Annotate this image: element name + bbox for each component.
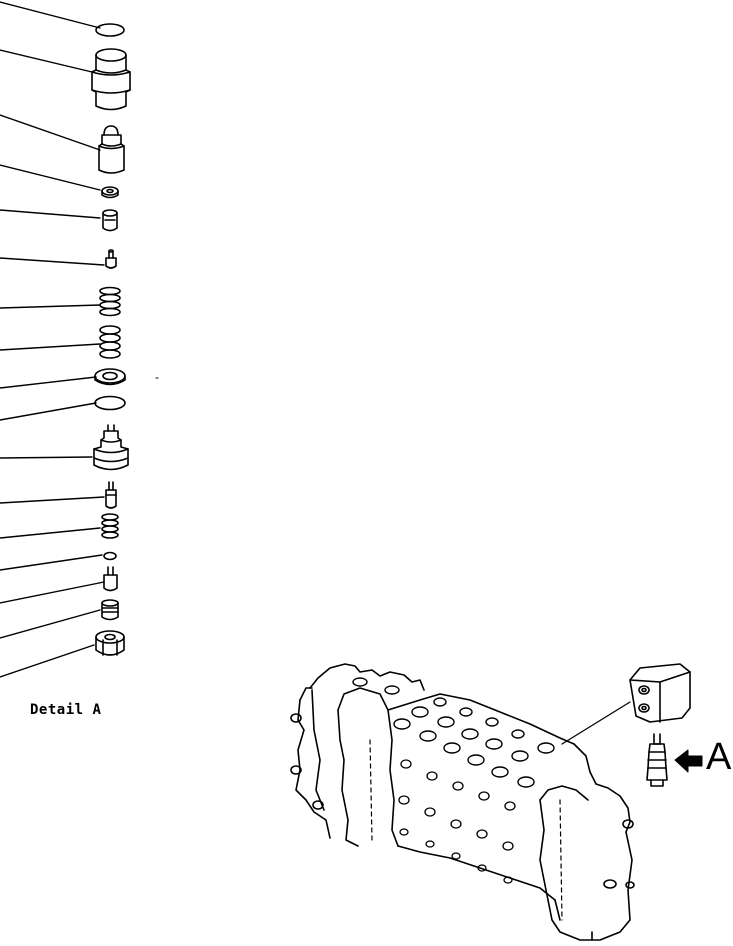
part-spring-2 — [99, 325, 121, 359]
part-nut-small — [101, 186, 119, 199]
part-valve-seat — [93, 424, 129, 471]
front-face-ports — [398, 759, 516, 884]
view-arrow-icon — [674, 749, 703, 773]
part-spring-3 — [101, 513, 119, 539]
detail-caption: Detail A — [30, 702, 102, 718]
part-pin — [105, 249, 117, 269]
part-sleeve-threaded — [101, 599, 119, 621]
part-poppet — [98, 125, 125, 174]
view-letter-label: A — [706, 736, 732, 778]
part-cap-nut — [95, 630, 125, 656]
block-leader — [561, 701, 631, 745]
part-plug — [91, 48, 131, 111]
leader-lines — [0, 1, 105, 678]
spool-ports — [352, 677, 555, 788]
control-valve-body — [290, 663, 635, 941]
part-plunger — [103, 566, 118, 592]
part-stem — [105, 481, 117, 509]
part-washer — [94, 368, 126, 386]
part-o-ring-top — [95, 23, 125, 37]
part-o-ring-mid — [94, 395, 126, 411]
valve-block — [629, 663, 691, 723]
part-o-ring-small — [103, 551, 117, 561]
part-sleeve — [102, 209, 118, 232]
relief-cartridge — [646, 733, 668, 787]
part-spring-1 — [99, 286, 121, 317]
